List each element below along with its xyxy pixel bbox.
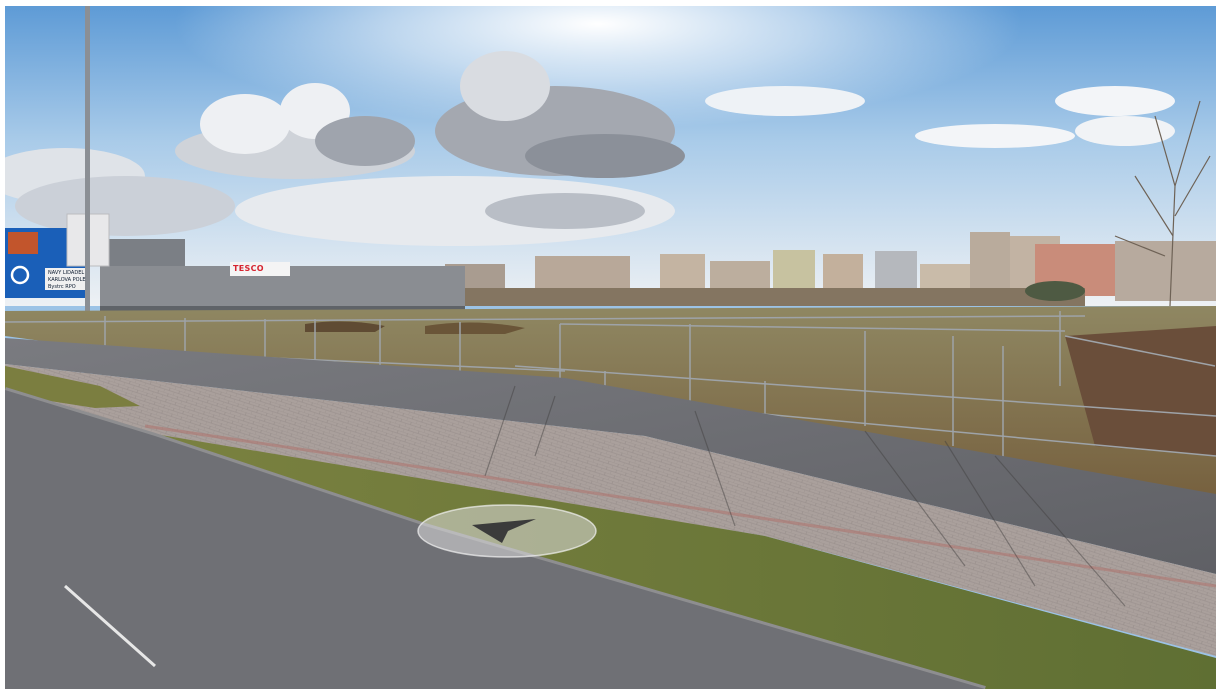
street-lamp-pole (85, 6, 90, 402)
bare-tree (1114, 100, 1211, 307)
street-view-panorama[interactable]: TESCO NAVY LIDADEL KARLOVA POLE Bystrc R… (5, 6, 1216, 689)
road-sign-line-3: Bystrc RPO (48, 284, 76, 290)
road-sign-line-1: NAVY LIDADEL (48, 270, 85, 276)
tree-line (445, 281, 1085, 306)
nav-arrow-icon[interactable] (416, 503, 598, 559)
store-sign: TESCO (233, 264, 264, 273)
clouds (5, 51, 1175, 246)
panorama-scene (5, 6, 1216, 689)
road-sign-line-2: KARLOVA POLE (48, 277, 86, 283)
